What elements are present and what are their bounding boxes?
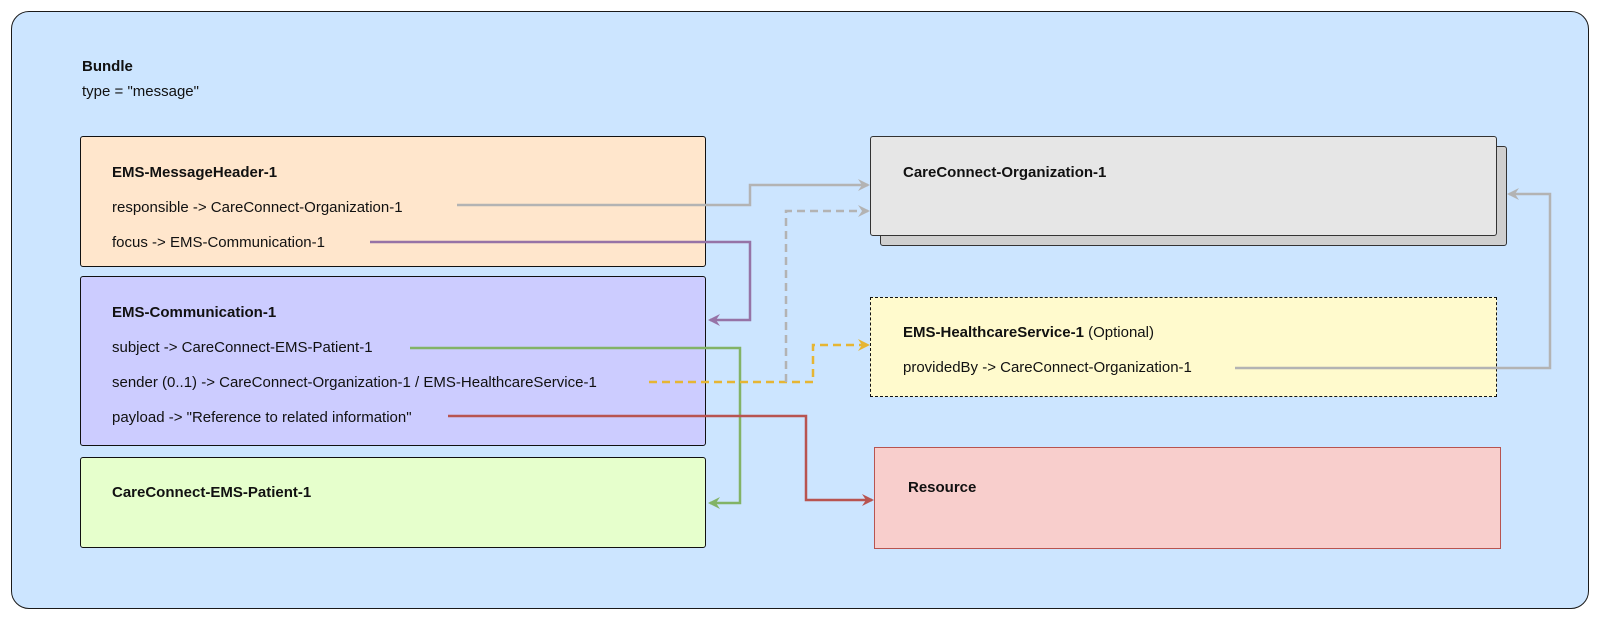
edge-focus (370, 240, 752, 326)
message-header-title: EMS-MessageHeader-1 (112, 164, 278, 181)
edge-subject (410, 346, 742, 509)
edge-provided-by (1235, 188, 1552, 370)
bundle-type: type = "message" (82, 83, 199, 100)
healthcare-service-title: EMS-HealthcareService-1 (903, 324, 1084, 341)
healthcare-service-heading: EMS-HealthcareService-1 (Optional) (903, 324, 1154, 342)
communication-payload: payload -> "Reference to related informa… (112, 409, 412, 426)
message-header-node[interactable] (80, 136, 706, 267)
bundle-title: Bundle (82, 58, 133, 75)
resource-title: Resource (908, 479, 977, 496)
organization-node[interactable] (870, 136, 1497, 236)
patient-node[interactable] (80, 457, 706, 548)
edge-responsible (457, 179, 870, 207)
resource-node[interactable] (874, 447, 1501, 549)
communication-node[interactable] (80, 276, 706, 446)
patient-title: CareConnect-EMS-Patient-1 (112, 484, 312, 501)
edge-sender-healthcare (649, 339, 870, 384)
healthcare-service-node[interactable] (870, 297, 1497, 397)
organization-title: CareConnect-Organization-1 (903, 164, 1107, 181)
healthcare-service-optional: (Optional) (1088, 324, 1154, 341)
communication-title: EMS-Communication-1 (112, 304, 277, 321)
healthcare-service-provided-by: providedBy -> CareConnect-Organization-1 (903, 359, 1192, 376)
edge-sender-organization (784, 205, 870, 382)
communication-subject: subject -> CareConnect-EMS-Patient-1 (112, 339, 373, 356)
message-header-focus: focus -> EMS-Communication-1 (112, 234, 325, 251)
edge-payload (448, 414, 874, 506)
communication-sender: sender (0..1) -> CareConnect-Organizatio… (112, 374, 597, 391)
message-header-responsible: responsible -> CareConnect-Organization-… (112, 199, 403, 216)
